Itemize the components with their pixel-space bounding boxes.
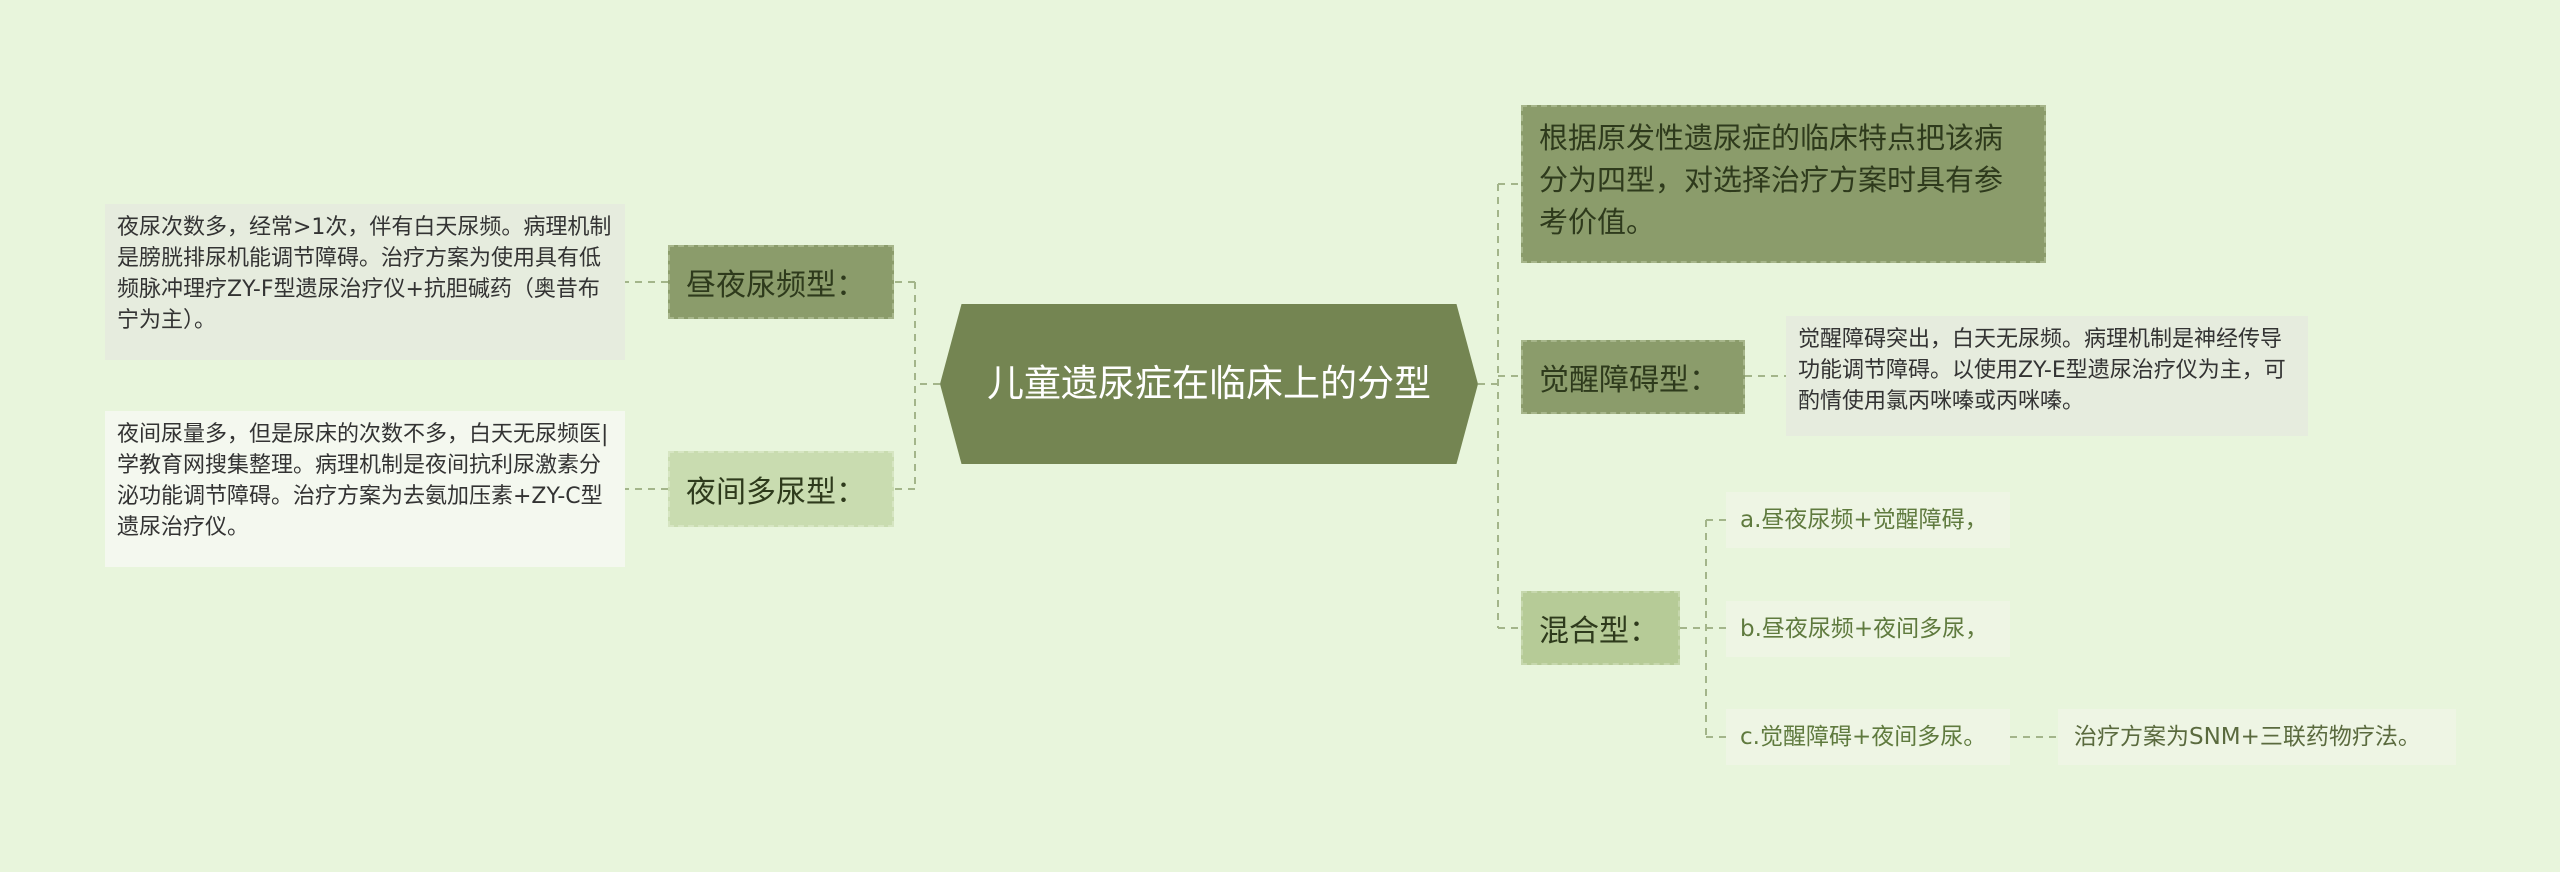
mixed-item-c-text: c.觉醒障碍+夜间多尿。: [1740, 723, 1987, 750]
detail-awakening-disorder-text: 觉醒障碍突出，白天无尿频。病理机制是神经传导功能调节障碍。以使用ZY-E型遗尿治…: [1798, 327, 2286, 414]
branch-awakening-disorder-label: 觉醒障碍型：: [1539, 363, 1719, 398]
detail-awakening-disorder[interactable]: 觉醒障碍突出，白天无尿频。病理机制是神经传导功能调节障碍。以使用ZY-E型遗尿治…: [1786, 316, 2308, 436]
intro-text: 根据原发性遗尿症的临床特点把该病分为四型，对选择治疗方案时具有参考价值。: [1539, 121, 2004, 239]
branch-daynight-frequency[interactable]: 昼夜尿频型：: [668, 245, 894, 319]
mixed-item-b[interactable]: b.昼夜尿频+夜间多尿，: [1726, 601, 2010, 657]
detail-nocturnal-polyuria-text: 夜间尿量多，但是尿床的次数不多，白天无尿频医|学教育网搜集整理。病理机制是夜间抗…: [117, 422, 609, 540]
central-topic-label: 儿童遗尿症在临床上的分型: [987, 362, 1431, 405]
mixed-item-a-text: a.昼夜尿频+觉醒障碍，: [1740, 506, 1988, 533]
intro-node[interactable]: 根据原发性遗尿症的临床特点把该病分为四型，对选择治疗方案时具有参考价值。: [1521, 105, 2046, 263]
mixed-item-a[interactable]: a.昼夜尿频+觉醒障碍，: [1726, 492, 2010, 548]
mixed-item-b-text: b.昼夜尿频+夜间多尿，: [1740, 615, 1989, 642]
central-topic[interactable]: 儿童遗尿症在临床上的分型: [940, 304, 1478, 464]
branch-mixed-type[interactable]: 混合型：: [1521, 591, 1680, 665]
branch-awakening-disorder[interactable]: 觉醒障碍型：: [1521, 340, 1745, 414]
treatment-note-text: 治疗方案为SNM+三联药物疗法。: [2074, 723, 2421, 750]
detail-daynight-frequency-text: 夜尿次数多，经常>1次，伴有白天尿频。病理机制是膀胱排尿机能调节障碍。治疗方案为…: [117, 215, 612, 333]
treatment-note[interactable]: 治疗方案为SNM+三联药物疗法。: [2058, 709, 2456, 765]
detail-daynight-frequency[interactable]: 夜尿次数多，经常>1次，伴有白天尿频。病理机制是膀胱排尿机能调节障碍。治疗方案为…: [105, 204, 625, 360]
branch-mixed-type-label: 混合型：: [1539, 614, 1659, 649]
branch-daynight-frequency-label: 昼夜尿频型：: [686, 268, 866, 303]
branch-nocturnal-polyuria[interactable]: 夜间多尿型：: [668, 451, 894, 527]
branch-nocturnal-polyuria-label: 夜间多尿型：: [686, 475, 866, 510]
detail-nocturnal-polyuria[interactable]: 夜间尿量多，但是尿床的次数不多，白天无尿频医|学教育网搜集整理。病理机制是夜间抗…: [105, 411, 625, 567]
mixed-item-c[interactable]: c.觉醒障碍+夜间多尿。: [1726, 709, 2010, 765]
